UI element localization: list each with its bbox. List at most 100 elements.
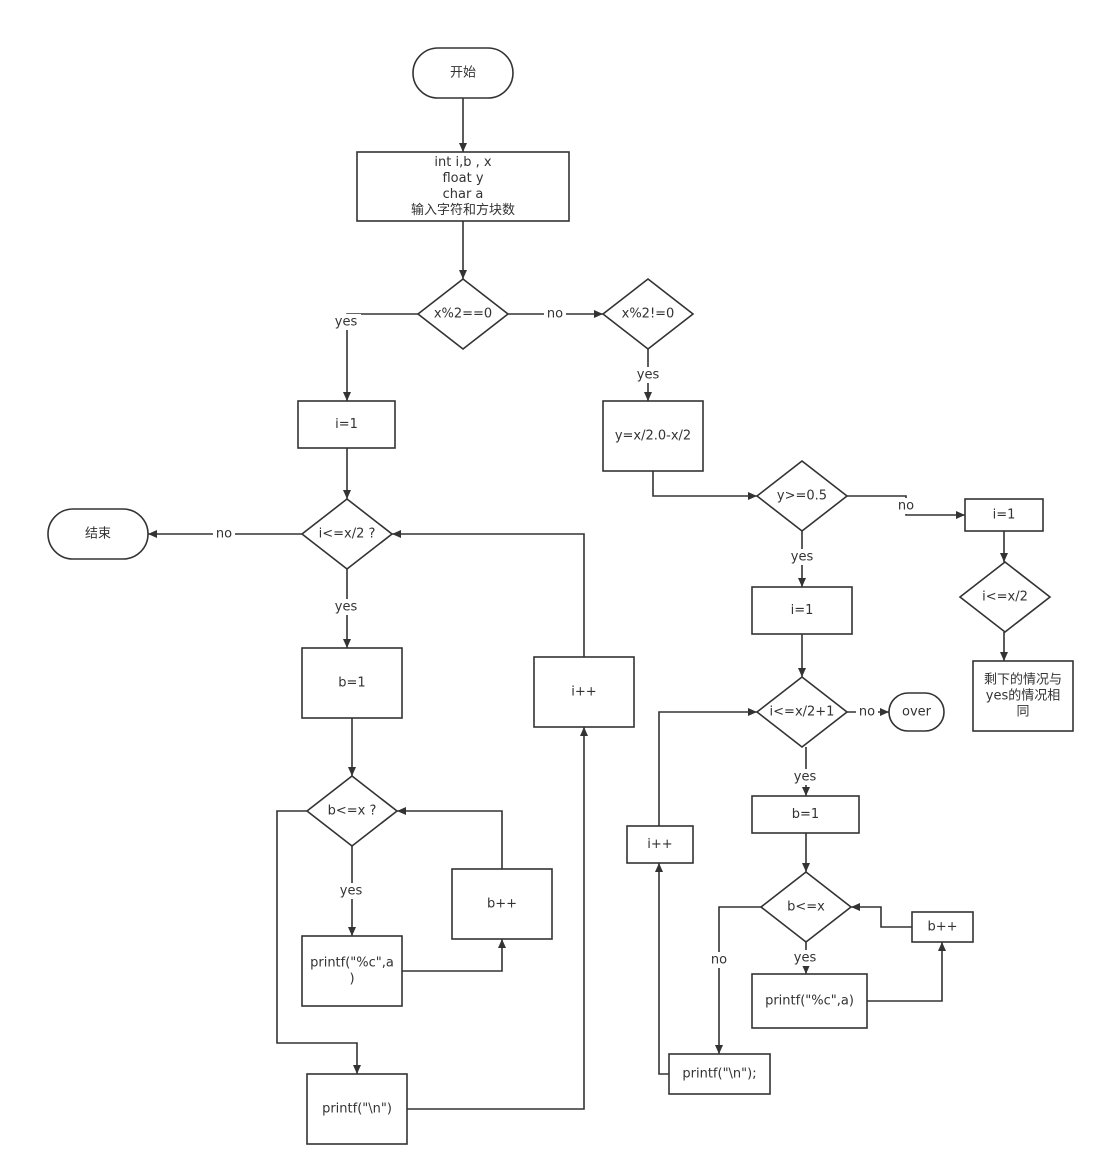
node-label-b1_mid: b=1 xyxy=(792,807,819,822)
node-d_i_far: i<=x/2 xyxy=(958,560,1052,634)
node-label-d_i_far: i<=x/2 xyxy=(982,590,1028,605)
edge-label-d_b_left-to-printc_left: yes xyxy=(336,883,366,899)
node-label-rest: yes的情况相 xyxy=(986,688,1060,704)
node-d_i_mid: i<=x/2+1 xyxy=(755,675,849,749)
node-label-printc_mid: printf("%c",a) xyxy=(765,994,854,1009)
edge-printc_mid-to-inc_b_mid xyxy=(867,942,946,1002)
node-shape-i1_far xyxy=(964,498,1044,532)
node-d_i_left: i<=x/2 ? xyxy=(300,497,394,571)
node-label-printc_left: printf("%c",a xyxy=(310,956,394,971)
edge-label-d_even-to-i1_left: yes xyxy=(331,314,361,330)
svg-text:yes: yes xyxy=(791,550,814,565)
edge-printc_left-to-inc_b_left xyxy=(402,939,506,972)
node-y_calc: y=x/2.0-x/2 xyxy=(602,400,704,472)
node-inc_i_left: i++ xyxy=(533,656,635,728)
svg-text:yes: yes xyxy=(794,770,817,785)
node-shape-d_i_left xyxy=(300,497,394,571)
node-end: 结束 xyxy=(47,508,149,560)
node-shape-d_y xyxy=(755,459,849,533)
svg-text:yes: yes xyxy=(335,600,358,615)
node-shape-over xyxy=(888,692,945,732)
svg-text:no: no xyxy=(216,527,232,542)
edge-inc_b_left-to-d_b_left xyxy=(397,807,503,869)
node-label-d_b_mid: b<=x xyxy=(787,900,825,915)
node-label-printn_left: printf("\n") xyxy=(322,1102,392,1117)
node-label-decl: float y xyxy=(442,171,483,186)
edge-label-d_y-to-i1_far: no xyxy=(895,498,917,514)
node-d_y: y>=0.5 xyxy=(755,459,849,533)
node-shape-d_b_left xyxy=(305,774,399,848)
node-label-inc_b_left: b++ xyxy=(487,897,517,912)
node-label-rest: 剩下的情况与 xyxy=(984,672,1062,688)
node-b1_left: b=1 xyxy=(301,647,403,719)
edge-label-d_b_mid-to-printc_mid: yes xyxy=(790,950,820,966)
node-label-i1_far: i=1 xyxy=(993,508,1016,523)
node-label-d_i_mid: i<=x/2+1 xyxy=(770,705,835,720)
node-shape-d_b_mid xyxy=(759,870,853,944)
svg-text:no: no xyxy=(859,705,875,720)
node-label-printc_left: ) xyxy=(349,972,354,987)
node-shape-b1_left xyxy=(301,647,403,719)
node-over: over xyxy=(888,692,945,732)
node-label-d_odd: x%2!=0 xyxy=(622,307,675,322)
node-shape-d_even xyxy=(416,277,510,351)
node-label-rest: 同 xyxy=(1016,705,1029,720)
node-label-printn_mid: printf("\n"); xyxy=(682,1067,756,1082)
svg-text:no: no xyxy=(711,953,727,968)
edge-label-d_i_left-to-b1_left: yes xyxy=(331,599,361,615)
node-start: 开始 xyxy=(412,47,514,99)
node-shape-d_odd xyxy=(601,277,695,351)
node-shape-decl xyxy=(356,151,570,222)
svg-text:yes: yes xyxy=(340,884,363,899)
node-shape-y_calc xyxy=(602,400,704,472)
edge-y_calc-to-d_y xyxy=(652,471,757,500)
svg-text:yes: yes xyxy=(794,951,817,966)
node-shape-i1_mid xyxy=(751,586,853,635)
node-shape-printn_left xyxy=(306,1073,408,1145)
node-d_b_left: b<=x ? xyxy=(305,774,399,848)
node-inc_b_mid: b++ xyxy=(911,911,974,943)
edge-label-d_i_mid-to-over: no xyxy=(856,704,878,720)
node-b1_mid: b=1 xyxy=(751,795,860,834)
node-shape-start xyxy=(412,47,514,99)
edge-inc_i_left-to-d_i_left xyxy=(392,530,585,657)
node-shape-inc_b_mid xyxy=(911,911,974,943)
node-label-i1_mid: i=1 xyxy=(791,603,814,618)
node-shape-i1_left xyxy=(297,400,396,449)
node-label-d_i_left: i<=x/2 ? xyxy=(319,527,376,542)
node-label-start: 开始 xyxy=(450,66,476,81)
node-label-over: over xyxy=(902,705,932,720)
edge-label-d_odd-to-y_calc: yes xyxy=(633,367,663,383)
edge-printn_mid-to-inc_i_mid xyxy=(655,863,669,1075)
node-label-d_even: x%2==0 xyxy=(434,307,492,322)
svg-text:no: no xyxy=(898,499,914,514)
node-label-inc_i_left: i++ xyxy=(571,685,596,700)
node-shape-printn_mid xyxy=(668,1053,771,1095)
node-label-i1_left: i=1 xyxy=(335,417,358,432)
node-shape-inc_i_mid xyxy=(626,825,694,864)
svg-text:no: no xyxy=(547,307,563,322)
edge-printn_left-to-inc_i_left xyxy=(407,727,588,1110)
node-d_odd: x%2!=0 xyxy=(601,277,695,351)
node-shape-b1_mid xyxy=(751,795,860,834)
edge-d_b_left-to-printn_left xyxy=(276,810,361,1074)
node-shape-inc_i_left xyxy=(533,656,635,728)
edge-label-d_b_mid-to-printn_mid: no xyxy=(708,952,730,968)
edge-d_b_mid-to-printn_mid xyxy=(715,906,761,1054)
node-inc_b_left: b++ xyxy=(451,868,553,940)
edge-label-d_i_left-to-end: no xyxy=(213,526,235,542)
node-label-decl: int i,b , x xyxy=(434,155,491,170)
node-printn_left: printf("\n") xyxy=(306,1073,408,1145)
node-shape-printc_left xyxy=(301,935,403,1007)
node-shape-end xyxy=(47,508,149,560)
edge-label-d_y-to-i1_mid: yes xyxy=(787,549,817,565)
node-printc_mid: printf("%c",a) xyxy=(751,973,868,1029)
node-i1_far: i=1 xyxy=(964,498,1044,532)
node-printc_left: printf("%c",a) xyxy=(301,935,403,1007)
node-label-inc_i_mid: i++ xyxy=(647,837,672,852)
node-shape-printc_mid xyxy=(751,973,868,1029)
edge-label-d_even-to-d_odd: no xyxy=(544,306,566,322)
node-d_even: x%2==0 xyxy=(416,277,510,351)
